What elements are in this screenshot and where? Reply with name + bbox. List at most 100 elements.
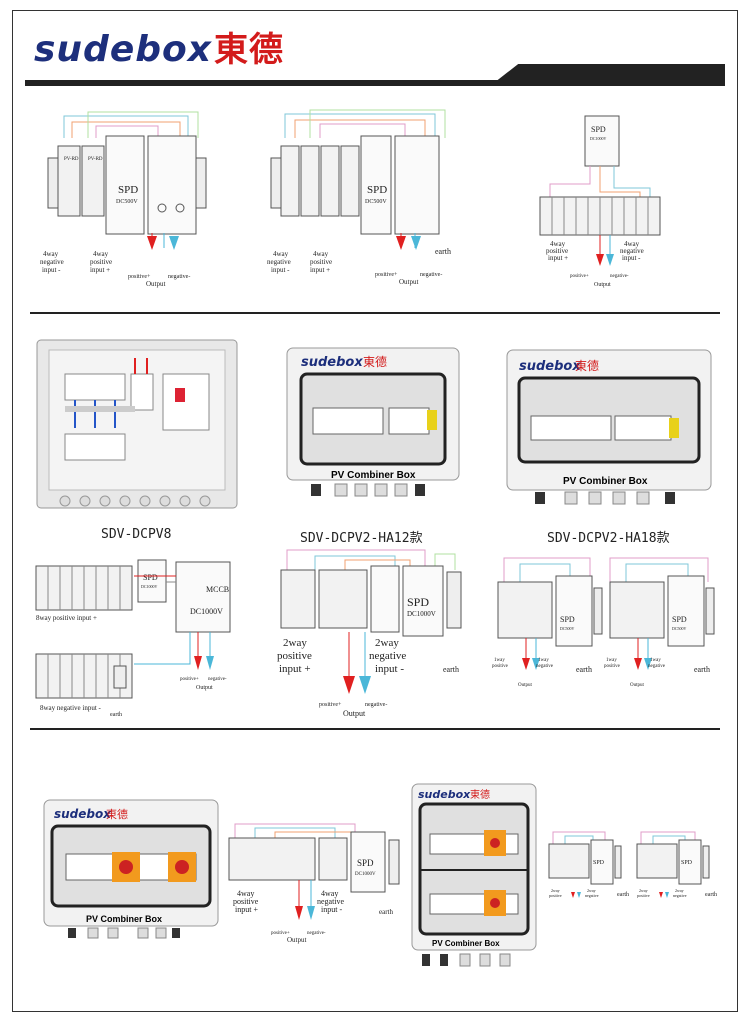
svg-text:4way: 4way bbox=[624, 240, 640, 248]
svg-text:4way: 4way bbox=[321, 889, 338, 898]
svg-text:8way positive input +: 8way positive input + bbox=[36, 614, 97, 622]
wiring-diagram-4way-switch: SPD DC1000V 4way positive input + 4way n… bbox=[228, 823, 400, 944]
svg-text:negative: negative bbox=[369, 650, 406, 662]
wiring-diagram-4way-c: SPD DC1000V 4way positive input + 4way n… bbox=[539, 115, 661, 288]
box-title: PV Combiner Box bbox=[331, 470, 416, 481]
svg-text:negative: negative bbox=[40, 258, 64, 266]
wiring-diagram-4way-a: PV-RD PV-RD SPD DC500V 4way negative inp… bbox=[40, 111, 207, 288]
photo-open-combiner-box bbox=[36, 339, 238, 509]
svg-text:MCCB: MCCB bbox=[206, 585, 229, 594]
header-rule bbox=[25, 80, 725, 86]
svg-text:DC1000V: DC1000V bbox=[190, 607, 223, 616]
svg-text:positive: positive bbox=[492, 664, 509, 669]
svg-text:sudebox: sudebox bbox=[54, 807, 112, 821]
model-caption-3: SDV-DCPV2-HA18款 bbox=[547, 531, 670, 546]
svg-text:4way: 4way bbox=[237, 889, 254, 898]
spd-label: SPD bbox=[367, 184, 387, 196]
brand-logo: sudebox東德 bbox=[34, 29, 284, 70]
earth-label: earth bbox=[435, 247, 451, 256]
svg-text:positive+: positive+ bbox=[570, 274, 589, 279]
svg-text:negative-: negative- bbox=[365, 702, 387, 708]
svg-text:negative: negative bbox=[648, 664, 666, 669]
section-divider bbox=[30, 312, 720, 314]
wiring-diagram-2way: SPD DC1000V 2way positive input + 2way n… bbox=[277, 549, 462, 718]
svg-text:Output: Output bbox=[343, 709, 366, 718]
svg-text:input +: input + bbox=[548, 254, 568, 262]
svg-text:2way: 2way bbox=[283, 637, 307, 649]
svg-text:1way: 1way bbox=[606, 658, 617, 663]
svg-text:SPD: SPD bbox=[593, 860, 605, 866]
svg-text:positive+: positive+ bbox=[271, 931, 290, 936]
section-divider bbox=[30, 728, 720, 730]
svg-text:Output: Output bbox=[287, 936, 307, 944]
svg-text:DC1000V: DC1000V bbox=[355, 872, 376, 877]
svg-text:positive: positive bbox=[233, 897, 259, 906]
svg-text:SPD: SPD bbox=[560, 615, 575, 624]
svg-text:negative-: negative- bbox=[420, 272, 442, 278]
photo-combiner-box-tall: sudebox 東德 PV Combiner Box bbox=[411, 783, 537, 967]
wiring-diagram-8way: 8way positive input + SPD DC1000V MCCB D… bbox=[35, 559, 231, 718]
svg-text:positive+: positive+ bbox=[128, 274, 151, 280]
svg-text:SPD: SPD bbox=[681, 860, 693, 866]
svg-text:negative: negative bbox=[267, 258, 291, 266]
svg-text:input +: input + bbox=[90, 266, 110, 274]
output-label: Output bbox=[146, 280, 166, 288]
svg-text:DC1000V: DC1000V bbox=[141, 584, 158, 589]
svg-text:東德: 東德 bbox=[470, 788, 490, 801]
svg-text:東德: 東德 bbox=[575, 358, 599, 373]
svg-text:SPD: SPD bbox=[672, 615, 687, 624]
svg-text:sudebox: sudebox bbox=[418, 788, 471, 801]
svg-text:negative-: negative- bbox=[168, 274, 190, 280]
neg-input-label-1: 4way bbox=[43, 250, 59, 258]
svg-text:earth: earth bbox=[694, 665, 710, 674]
svg-text:earth: earth bbox=[443, 665, 459, 674]
svg-text:Output: Output bbox=[518, 683, 533, 688]
svg-text:negative-: negative- bbox=[307, 931, 326, 936]
svg-text:input -: input - bbox=[375, 663, 404, 675]
svg-text:earth: earth bbox=[110, 712, 122, 718]
photo-combiner-box-ha12: sudebox 東德 PV Combiner Box bbox=[286, 347, 460, 497]
svg-text:DC1000V: DC1000V bbox=[590, 136, 607, 141]
svg-text:input +: input + bbox=[279, 663, 311, 675]
svg-text:sudebox: sudebox bbox=[301, 355, 363, 370]
svg-text:positive+: positive+ bbox=[180, 677, 199, 682]
svg-text:1way: 1way bbox=[494, 658, 505, 663]
svg-text:positive: positive bbox=[637, 893, 650, 898]
svg-text:PV Combiner Box: PV Combiner Box bbox=[432, 939, 500, 948]
svg-text:positive+: positive+ bbox=[319, 702, 342, 708]
svg-text:SPD: SPD bbox=[357, 858, 374, 868]
svg-text:2way: 2way bbox=[551, 888, 560, 893]
svg-text:SPD: SPD bbox=[407, 595, 429, 609]
svg-text:positive: positive bbox=[604, 664, 621, 669]
svg-text:positive: positive bbox=[546, 247, 568, 255]
svg-text:4way: 4way bbox=[550, 240, 566, 248]
pos-input-label-1: 4way bbox=[93, 250, 109, 258]
svg-text:negative: negative bbox=[585, 893, 599, 898]
svg-text:input +: input + bbox=[235, 905, 258, 914]
photo-combiner-box-orange-switch: sudebox 東德 PV Combiner Box bbox=[43, 799, 219, 939]
svg-text:earth: earth bbox=[379, 908, 393, 916]
svg-text:PV Combiner Box: PV Combiner Box bbox=[86, 914, 162, 924]
svg-text:sudebox: sudebox bbox=[519, 359, 581, 374]
model-caption-1: SDV-DCPV8 bbox=[101, 527, 172, 542]
svg-text:input -: input - bbox=[622, 254, 641, 262]
svg-text:positive: positive bbox=[90, 258, 112, 266]
box-title: PV Combiner Box bbox=[563, 476, 648, 487]
svg-text:2way: 2way bbox=[375, 637, 399, 649]
svg-text:positive+: positive+ bbox=[375, 272, 398, 278]
svg-text:2way: 2way bbox=[639, 888, 648, 893]
svg-text:input +: input + bbox=[310, 266, 330, 274]
svg-text:input -: input - bbox=[42, 266, 61, 274]
page-frame bbox=[12, 10, 738, 1012]
svg-text:negative: negative bbox=[673, 893, 687, 898]
svg-text:SPD: SPD bbox=[143, 573, 158, 582]
svg-text:positive: positive bbox=[310, 258, 332, 266]
svg-text:positive: positive bbox=[549, 893, 562, 898]
svg-text:Output: Output bbox=[196, 685, 213, 691]
svg-text:2way: 2way bbox=[587, 888, 596, 893]
svg-text:negative-: negative- bbox=[610, 274, 629, 279]
svg-text:negative: negative bbox=[620, 247, 644, 255]
svg-text:4way: 4way bbox=[313, 250, 329, 258]
spd-voltage: DC500V bbox=[116, 199, 138, 205]
spd-label: SPD bbox=[118, 184, 138, 196]
